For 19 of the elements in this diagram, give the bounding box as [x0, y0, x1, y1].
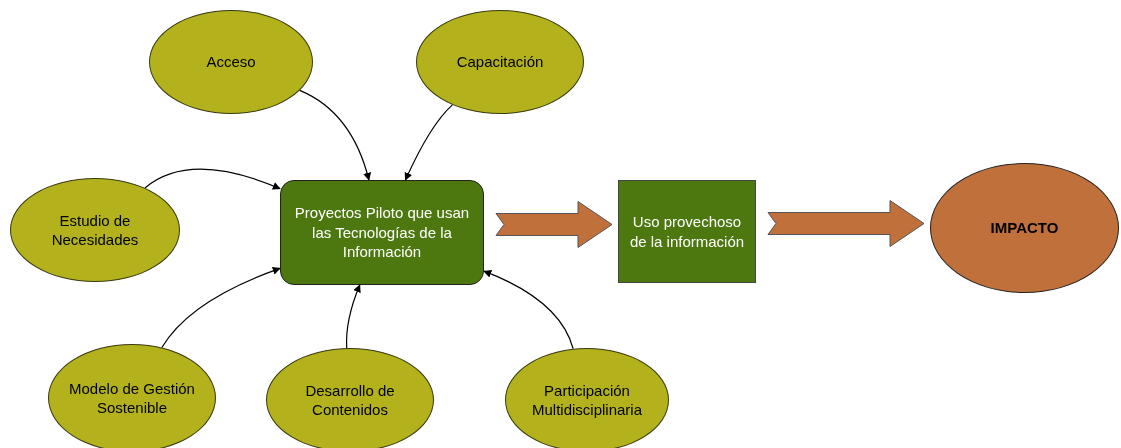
- node-label: Acceso: [205, 52, 257, 72]
- process-box: [618, 180, 756, 283]
- node-label: Proyectos Piloto que usan las Tecnologías de la Información: [293, 203, 471, 262]
- curved-arrow: [345, 284, 361, 349]
- node-label: Estudio de Necesidades: [50, 210, 140, 250]
- node-label: Capacitación: [455, 52, 545, 72]
- curved-arrow: [161, 267, 281, 349]
- node-label: Participación Multidisciplinaria: [530, 380, 643, 420]
- node-label: IMPACTO: [989, 218, 1060, 238]
- process-box: [280, 180, 484, 285]
- curved-arrow: [299, 89, 371, 181]
- block-arrow: [495, 201, 613, 248]
- node-label: Modelo de Gestión Sostenible: [68, 378, 196, 418]
- curved-arrow: [144, 168, 281, 190]
- curved-arrow: [483, 270, 574, 350]
- block-arrow: [767, 200, 925, 247]
- node-label: Uso provechoso de la información: [628, 212, 746, 251]
- node-label: Desarrollo de Contenidos: [304, 380, 396, 420]
- curved-arrow: [404, 104, 453, 181]
